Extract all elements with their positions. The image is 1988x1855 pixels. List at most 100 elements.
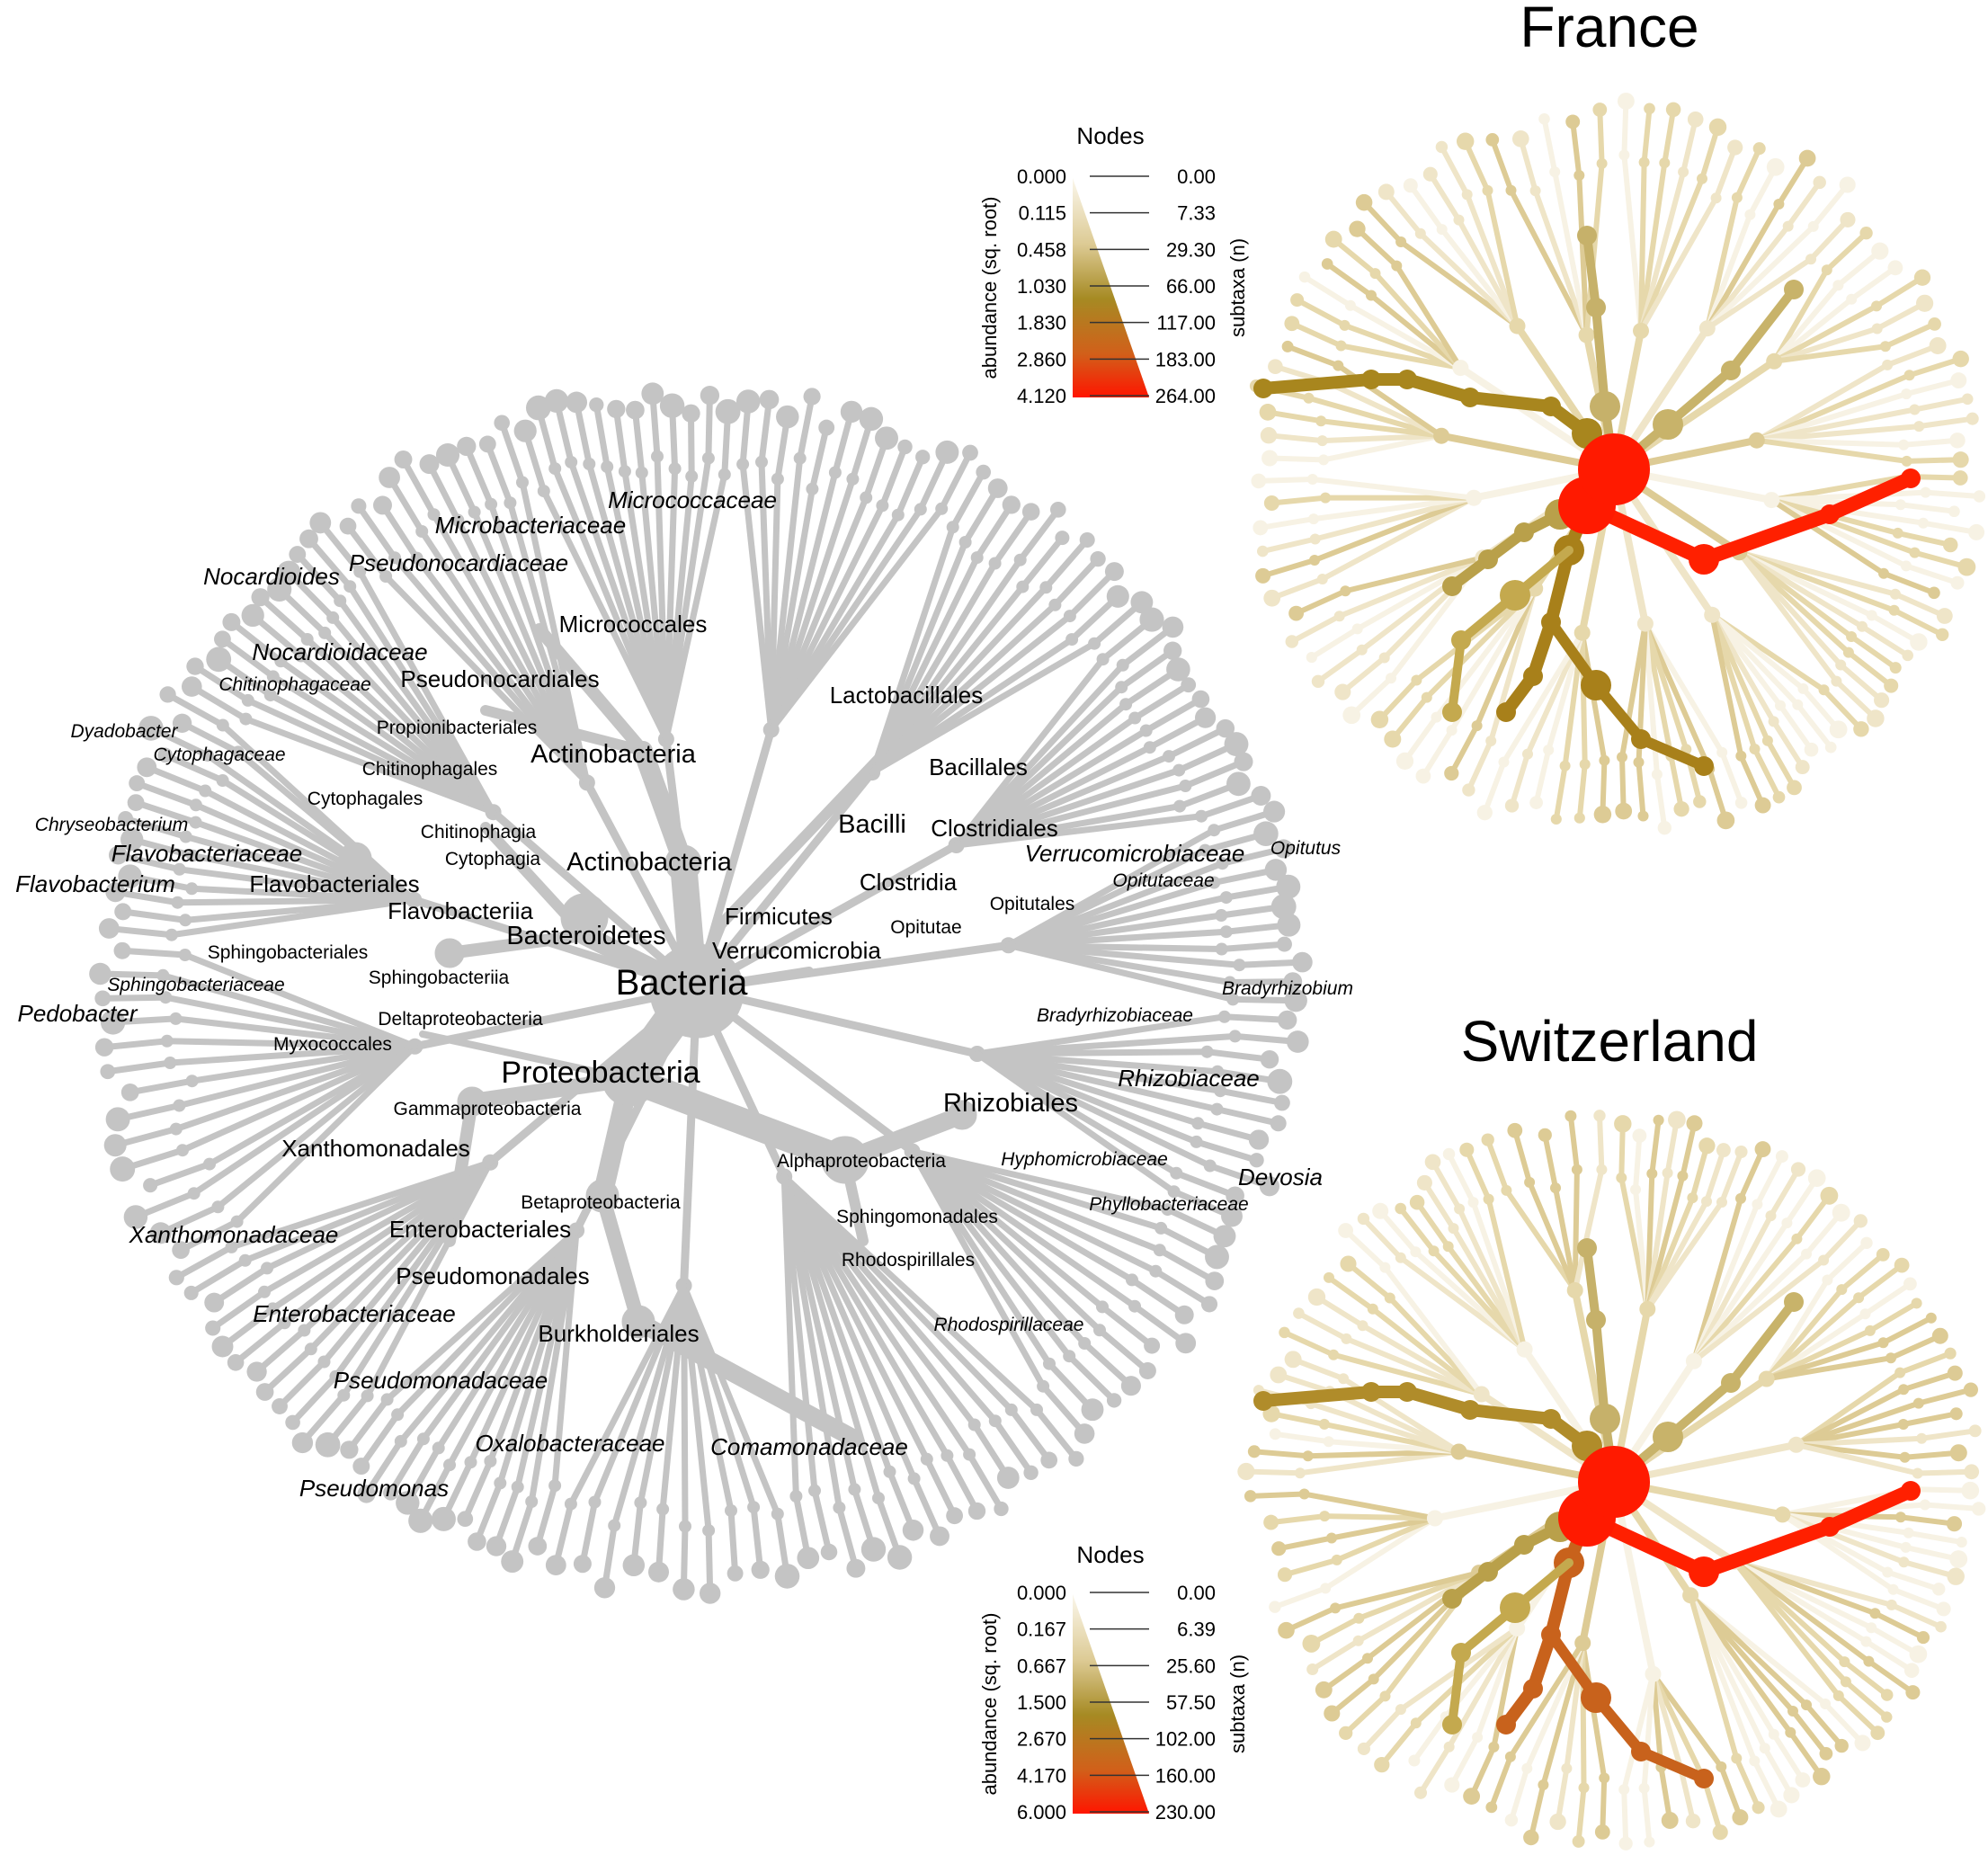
heat-node bbox=[1721, 361, 1741, 380]
heat-leaf-node bbox=[1593, 806, 1612, 824]
tree-node bbox=[635, 466, 648, 479]
heat-node bbox=[1397, 1382, 1417, 1402]
heat-leaf-node bbox=[1964, 1464, 1980, 1480]
taxon-label: Sphingomonadales bbox=[836, 1207, 998, 1227]
tree-node bbox=[1179, 780, 1192, 792]
switzerland-legend-right-axis-label: subtaxa (n) bbox=[1226, 1654, 1249, 1753]
heat-node bbox=[1323, 1436, 1334, 1448]
heat-node bbox=[1659, 157, 1671, 169]
heat-leaf-node bbox=[1256, 545, 1269, 557]
leaf-node bbox=[113, 941, 131, 959]
heat-node bbox=[1471, 720, 1483, 732]
leaf-node bbox=[1284, 989, 1307, 1012]
tree-node bbox=[230, 1215, 244, 1228]
heat-node bbox=[1878, 567, 1889, 579]
taxon-label: Verrucomicrobiaceae bbox=[1025, 840, 1245, 867]
heat-leaf-node bbox=[1485, 133, 1500, 147]
tree-node bbox=[848, 1483, 861, 1496]
heat-leaf-node bbox=[1311, 674, 1325, 689]
heat-leaf-node bbox=[1263, 589, 1281, 607]
leaf-node bbox=[1074, 1423, 1095, 1444]
tree-node bbox=[725, 1504, 737, 1517]
heat-node bbox=[1550, 1182, 1561, 1194]
heat-node bbox=[1482, 184, 1493, 196]
heat-node bbox=[1775, 700, 1786, 711]
tree-node bbox=[353, 565, 367, 578]
heat-node bbox=[1749, 744, 1761, 754]
leaf-node bbox=[1021, 503, 1040, 521]
tree-node bbox=[747, 1501, 761, 1514]
heat-node bbox=[1521, 1762, 1533, 1774]
tree-node bbox=[468, 505, 481, 519]
heat-node bbox=[1631, 1742, 1651, 1761]
leaf-node bbox=[1138, 1361, 1156, 1380]
taxon-label: Pseudomonadaceae bbox=[334, 1367, 548, 1394]
heat-leaf-node bbox=[1281, 340, 1294, 352]
tree-node bbox=[1167, 1185, 1181, 1199]
heat-node bbox=[1646, 1168, 1658, 1180]
heat-node bbox=[1765, 1210, 1777, 1222]
taxon-label: Hyphomicrobiaceae bbox=[1001, 1149, 1168, 1170]
taxon-label: Bacilli bbox=[838, 810, 906, 839]
heat-node bbox=[1573, 170, 1585, 181]
tree-node bbox=[274, 655, 288, 668]
heat-node bbox=[1638, 1782, 1650, 1794]
leaf-node bbox=[622, 1554, 646, 1577]
heat-node bbox=[1716, 746, 1728, 758]
heat-leaf-node bbox=[1302, 1634, 1321, 1653]
heat-leaf-node bbox=[1903, 1277, 1917, 1291]
heat-node bbox=[1894, 499, 1906, 511]
heat-leaf-node bbox=[1408, 1754, 1421, 1767]
heat-node bbox=[1379, 1262, 1391, 1273]
heat-leaf-node bbox=[1949, 1550, 1968, 1568]
legend-left-tick: 0.000 bbox=[1017, 1582, 1066, 1604]
heat-node bbox=[1685, 1352, 1702, 1369]
heat-node bbox=[1807, 220, 1819, 232]
taxon-label: Cytophagia bbox=[445, 849, 541, 870]
heat-leaf-node bbox=[1632, 1128, 1647, 1143]
heat-node bbox=[1842, 647, 1854, 658]
heat-node bbox=[1577, 1238, 1597, 1258]
leaf-node bbox=[673, 1578, 695, 1601]
heat-node bbox=[1901, 1481, 1921, 1501]
heat-leaf-node bbox=[1523, 1829, 1539, 1846]
tree-node bbox=[970, 551, 984, 565]
tree-node bbox=[789, 1490, 803, 1503]
heat-node bbox=[1467, 1197, 1479, 1208]
heat-leaf-node bbox=[1936, 628, 1949, 641]
leaf-node bbox=[1251, 786, 1271, 806]
heat-leaf-node bbox=[1935, 1620, 1947, 1633]
node-actinobacteria bbox=[664, 844, 702, 882]
heat-node bbox=[1820, 1517, 1840, 1537]
leaf-node bbox=[1213, 1225, 1236, 1248]
heat-leaf-node bbox=[1968, 523, 1985, 540]
leaf-node bbox=[108, 845, 128, 865]
tree-node bbox=[1154, 1221, 1168, 1235]
heat-leaf-node bbox=[1462, 783, 1475, 797]
heat-node bbox=[1366, 290, 1377, 301]
taxon-label: Xanthomonadales bbox=[281, 1135, 470, 1162]
heat-node bbox=[1509, 1619, 1526, 1637]
tree-node bbox=[416, 1432, 430, 1446]
heat-node bbox=[1496, 1715, 1516, 1735]
leaf-node bbox=[138, 716, 164, 741]
taxon-label: Rhizobiales bbox=[943, 1089, 1078, 1118]
tree-node bbox=[231, 745, 245, 759]
heat-node bbox=[1333, 360, 1344, 371]
leaf-node bbox=[1040, 1451, 1058, 1469]
taxon-label: Sphingobacteriaceae bbox=[107, 975, 284, 995]
tree-node bbox=[1208, 824, 1221, 837]
heat-node bbox=[1340, 585, 1351, 597]
heat-leaf-node bbox=[1887, 260, 1903, 276]
leaf-node bbox=[1221, 1205, 1243, 1227]
tree-node bbox=[860, 491, 873, 504]
tree-node bbox=[415, 525, 429, 538]
tree-node bbox=[1078, 1337, 1092, 1350]
heat-leaf-node bbox=[1754, 1141, 1771, 1158]
heat-node bbox=[1319, 1511, 1331, 1522]
leaf-node bbox=[525, 395, 551, 421]
leaf-node bbox=[486, 1536, 507, 1556]
heat-node bbox=[1384, 1292, 1395, 1304]
heat-node bbox=[1309, 533, 1321, 545]
legend-right-tick: 25.60 bbox=[1166, 1654, 1216, 1677]
